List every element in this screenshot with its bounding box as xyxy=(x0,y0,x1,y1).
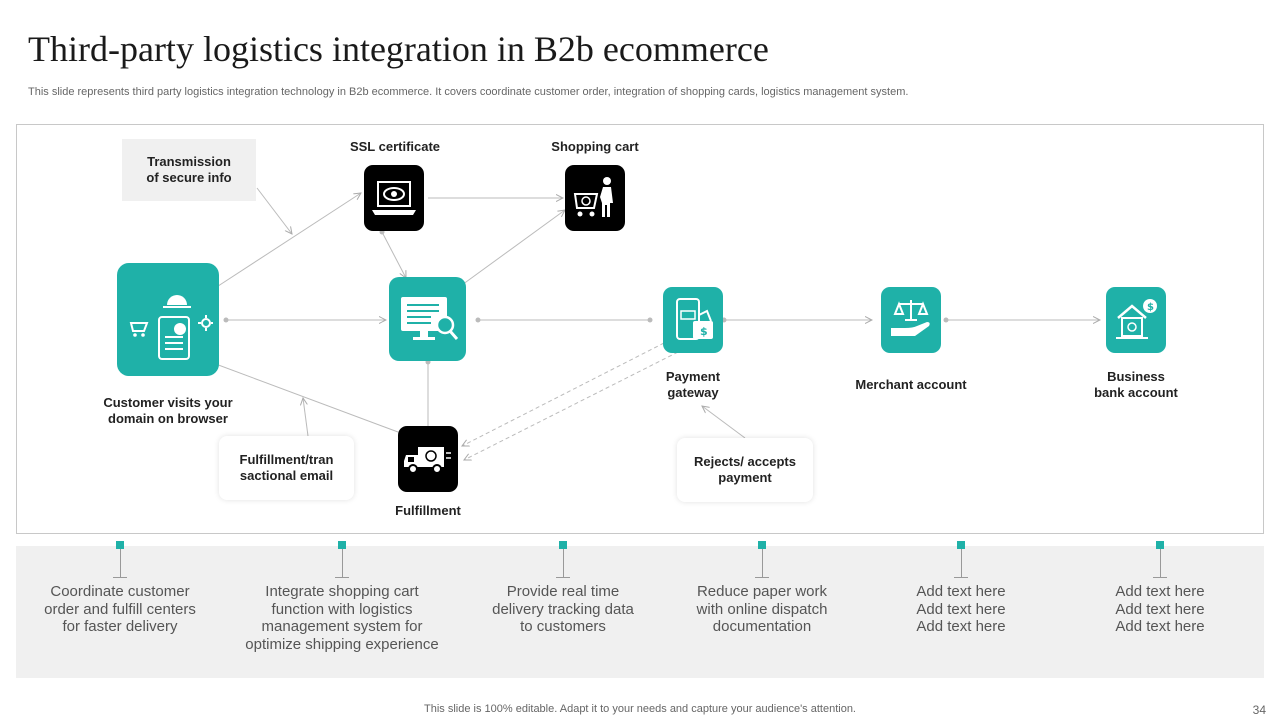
slide-subtitle: This slide represents third party logist… xyxy=(28,86,909,98)
svg-text:$: $ xyxy=(700,325,708,338)
ssl-label: SSL certificate xyxy=(349,139,441,154)
fulfillment-node xyxy=(398,426,458,492)
line-customer-to-ssl xyxy=(211,193,361,291)
payment-label: Payment gateway xyxy=(633,369,753,401)
customer-node xyxy=(117,263,219,376)
merchant-node xyxy=(881,287,941,353)
bullet-marker xyxy=(1156,541,1164,549)
line-payment-to-fulfillment-dashed-1 xyxy=(462,342,665,446)
bottom-band xyxy=(16,546,1264,678)
customer-label-line2: domain on browser xyxy=(108,411,228,426)
line-email-callout xyxy=(303,398,309,437)
integration-monitor-icon xyxy=(400,297,458,340)
callout-email-line1: Fulfillment/tran xyxy=(239,452,334,467)
integration-node xyxy=(389,277,466,361)
line-payment-to-fulfillment-dashed-2 xyxy=(464,351,679,460)
payment-node: $ xyxy=(663,287,723,353)
payment-label-line2: gateway xyxy=(667,385,719,400)
callout-email-line2: sactional email xyxy=(239,468,334,483)
ssl-node xyxy=(364,165,424,231)
hand-scales-icon xyxy=(891,300,930,336)
cart-label: Shopping cart xyxy=(551,139,639,154)
callout-payment-line2: payment xyxy=(718,470,772,485)
bank-house-icon: $ xyxy=(1116,299,1157,339)
slide-title: Third-party logistics integration in B2b… xyxy=(28,29,769,69)
page-number: 34 xyxy=(1252,703,1266,717)
bank-label-line1: Business xyxy=(1107,369,1165,384)
callout-fulfillment-email: Fulfillment/tran sactional email xyxy=(219,436,354,500)
bullet-marker xyxy=(559,541,567,549)
customer-label-line1: Customer visits your xyxy=(103,395,233,410)
cart-node xyxy=(565,165,625,231)
diagram-frame xyxy=(16,124,1264,534)
customer-label: Customer visits your domain on browser xyxy=(88,395,248,427)
delivery-truck-icon xyxy=(404,447,451,474)
bank-label: Business bank account xyxy=(1071,369,1201,401)
line-secure-callout xyxy=(256,187,292,234)
bullet-marker xyxy=(758,541,766,549)
shopping-cart-person-icon xyxy=(573,177,613,217)
callout-secure-line1: Transmission xyxy=(147,154,231,169)
bullet-marker xyxy=(116,541,124,549)
laptop-eye-icon xyxy=(372,181,416,215)
bank-node: $ xyxy=(1106,287,1166,353)
callout-secure-line2: of secure info xyxy=(146,170,232,185)
line-ssl-to-integration xyxy=(381,231,406,278)
customer-browser-icon xyxy=(129,294,213,360)
slide-footer: This slide is 100% editable. Adapt it to… xyxy=(424,703,856,715)
mobile-payment-icon: $ xyxy=(676,298,713,340)
merchant-label: Merchant account xyxy=(855,377,967,392)
bullet-marker xyxy=(338,541,346,549)
line-fulfillment-to-customer xyxy=(205,360,399,433)
bank-label-line2: bank account xyxy=(1094,385,1178,400)
callout-secure-info: Transmission of secure info xyxy=(122,139,256,201)
bullet-marker xyxy=(957,541,965,549)
payment-label-line1: Payment xyxy=(665,369,721,384)
callout-payment-line1: Rejects/ accepts xyxy=(694,454,796,469)
line-payment-callout xyxy=(702,406,746,439)
callout-rejects-accepts: Rejects/ accepts payment xyxy=(677,438,813,502)
svg-text:$: $ xyxy=(1147,302,1154,313)
line-integration-to-cart xyxy=(454,210,565,291)
fulfillment-label: Fulfillment xyxy=(395,503,461,518)
